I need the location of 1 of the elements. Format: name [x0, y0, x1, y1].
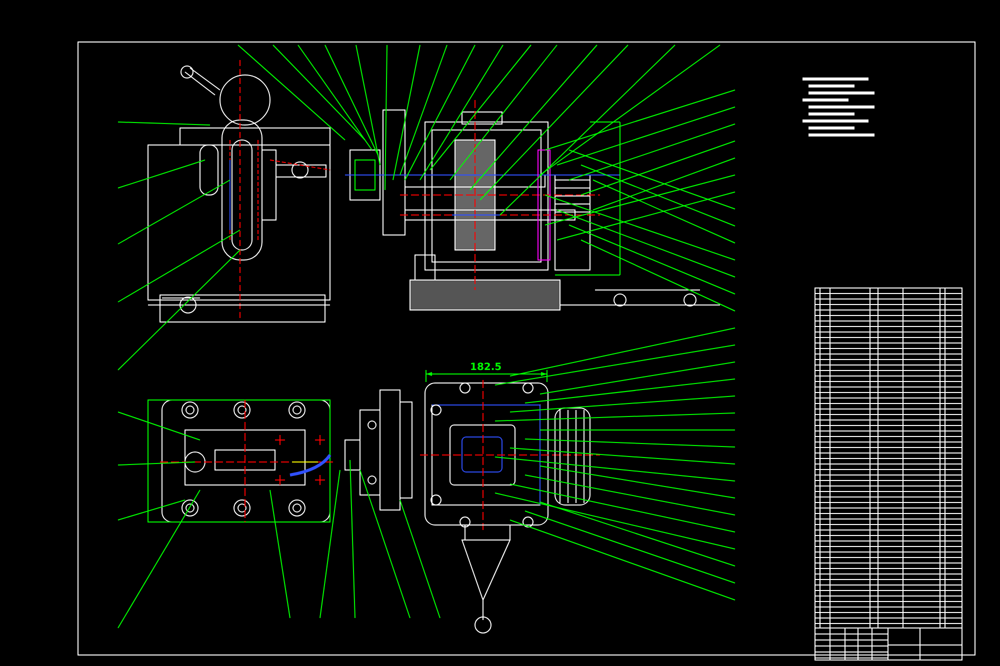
- dimension-label: 182.5: [470, 362, 502, 373]
